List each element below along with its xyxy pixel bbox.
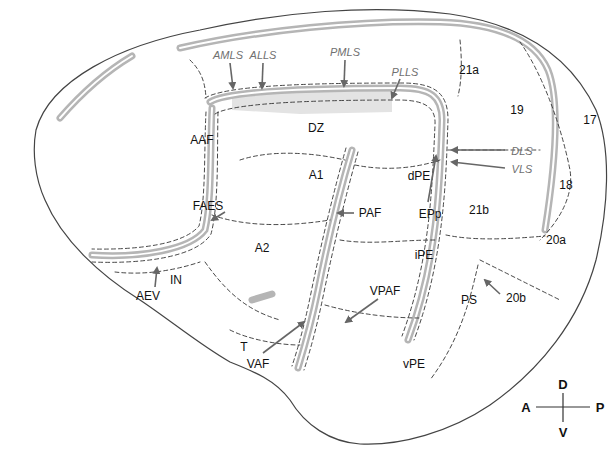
area-label: EPp [419, 208, 442, 220]
area-label: AEV [136, 290, 160, 302]
sulcus-label: PMLS [330, 47, 360, 58]
area-label: 17 [583, 114, 596, 126]
area-label: 20b [506, 292, 526, 304]
area-label: 21b [469, 204, 489, 216]
compass-label: D [558, 378, 567, 391]
sulcus-label: AMLS [213, 50, 243, 61]
compass-label: P [596, 401, 605, 414]
area-label: 20a [546, 234, 566, 246]
sulcus-label: PLLS [392, 67, 419, 78]
compass-label: V [559, 426, 568, 439]
sulcus-label: ALLS [250, 50, 277, 61]
area-label: DZ [308, 122, 324, 134]
area-label: A1 [309, 169, 324, 181]
sulcus-label: VLS [512, 164, 533, 175]
area-label: iPE [415, 249, 434, 261]
area-label: A2 [255, 242, 270, 254]
area-label: AAF [190, 134, 213, 146]
compass-label: A [521, 401, 530, 414]
area-label: 19 [510, 104, 523, 116]
area-label: 21a [459, 64, 479, 76]
area-label: VPAF [370, 285, 400, 297]
area-label: T [240, 341, 247, 353]
sulcus-label: DLS [511, 146, 532, 157]
area-label: PS [461, 294, 477, 306]
area-label: IN [170, 274, 182, 286]
area-label: vPE [403, 358, 425, 370]
area-label: VAF [247, 358, 269, 370]
area-label: dPE [408, 170, 431, 182]
area-label: FAES [193, 200, 224, 212]
area-label: 18 [559, 179, 572, 191]
area-label: PAF [359, 207, 381, 219]
